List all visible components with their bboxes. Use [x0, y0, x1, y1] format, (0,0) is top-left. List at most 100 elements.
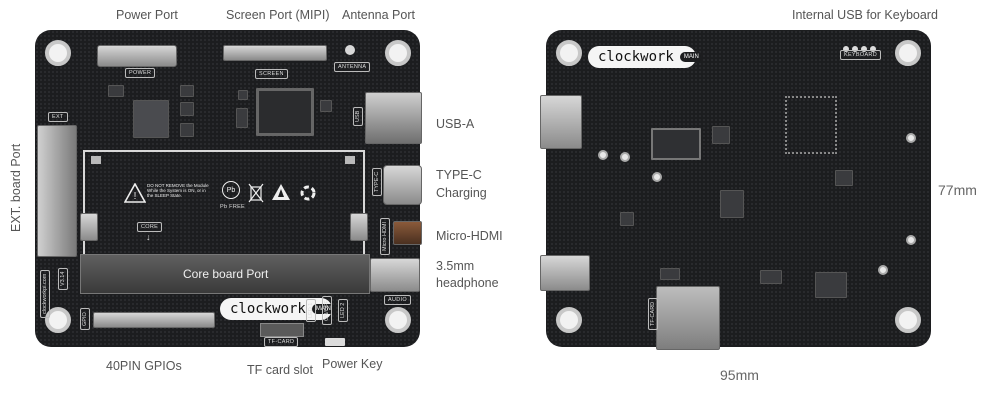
back-chip-e — [620, 212, 634, 226]
label-type-c: TYPE-C — [436, 168, 482, 182]
silk-audio: AUDIO — [384, 295, 411, 305]
esd-warning-icon — [271, 183, 291, 206]
usb-a-port — [365, 92, 422, 144]
mount-hole-bottom-left — [45, 307, 71, 333]
back-chip-f — [760, 270, 782, 284]
label-tf-card-slot: TF card slot — [247, 363, 313, 377]
back-small-hole-6 — [620, 152, 630, 162]
back-chip-outline — [785, 96, 837, 154]
silk-ext: EXT — [48, 112, 68, 122]
mount-hole-top-left — [45, 40, 71, 66]
back-board — [546, 30, 931, 347]
silk-screen: SCREEN — [255, 69, 288, 79]
clockwork-logo-back: clockwork MAIN — [588, 46, 703, 68]
label-headphone-1: 3.5mm — [436, 259, 475, 273]
small-chip-7 — [320, 100, 332, 112]
label-usb-a: USB-A — [436, 117, 475, 131]
silk-core: CORE — [137, 222, 163, 232]
main-soc-chip — [256, 88, 314, 136]
antenna-connector — [345, 45, 355, 55]
svg-text:!: ! — [134, 191, 137, 202]
back-chip-b — [720, 190, 744, 218]
gpio-connector — [93, 312, 215, 328]
pmic-chip — [133, 100, 169, 138]
core-latch-right — [350, 213, 368, 241]
warning-text: DO NOT REMOVE the Module While the Syste… — [147, 183, 209, 198]
silk-antenna: ANTENNA — [334, 62, 371, 72]
core-board-slot — [80, 254, 370, 294]
label-ext-board-port: EXT. board Port — [9, 143, 23, 232]
back-hole-top-right — [895, 40, 921, 66]
logo-badge: MAIN — [311, 304, 335, 314]
silk-tf-card-back: TF-CARD — [648, 297, 658, 330]
logo-brand-back: clockwork — [598, 49, 674, 65]
label-antenna-port: Antenna Port — [342, 8, 415, 22]
label-power-port: Power Port — [116, 8, 178, 22]
label-screen-port: Screen Port (MIPI) — [226, 8, 330, 22]
silk-pb-free: Pb FREE — [220, 204, 246, 210]
power-port-connector — [97, 45, 177, 67]
back-hole-bottom-right — [895, 307, 921, 333]
silk-led1: LED 1 — [306, 298, 316, 322]
micro-hdmi-port — [393, 221, 422, 245]
clockwork-logo-front: clockwork MAIN — [220, 298, 335, 320]
screen-port-connector — [223, 45, 327, 61]
capacitor-top-right — [345, 156, 355, 164]
keyboard-usb-pads — [842, 40, 878, 52]
silk-on-off: ON/OFF — [322, 296, 332, 325]
small-chip-4 — [180, 123, 194, 137]
back-chip-a — [712, 126, 730, 144]
power-key-button — [325, 338, 345, 346]
ext-board-connector — [37, 125, 77, 257]
back-chip-c — [835, 170, 853, 186]
small-chip-6 — [236, 108, 248, 128]
dimension-height: 77mm — [938, 182, 977, 198]
capacitor-top-left — [91, 156, 101, 164]
logo-brand: clockwork — [230, 301, 306, 317]
mount-hole-top-right — [385, 40, 411, 66]
core-arrow-icon: ↓ — [146, 232, 151, 242]
back-audio — [540, 255, 590, 291]
tf-card-slot — [260, 323, 304, 337]
silk-typec: TYPE-C — [372, 167, 382, 196]
label-internal-usb: Internal USB for Keyboard — [792, 8, 938, 22]
label-charging: Charging — [436, 186, 487, 200]
warning-triangle-icon: ! — [123, 182, 147, 208]
silk-website: clockworkpi.com — [40, 269, 50, 318]
label-gpios: 40PIN GPIOs — [106, 359, 182, 373]
weee-bin-icon — [248, 183, 264, 208]
dimension-width: 95mm — [720, 367, 759, 383]
pb-free-icon: Pb — [222, 181, 240, 199]
back-usb-a — [540, 95, 582, 149]
silk-micro-hdmi: Micro HDMI — [380, 217, 390, 255]
silk-gpio: GPIO — [80, 308, 90, 330]
audio-jack — [370, 258, 420, 292]
silk-usb: USB — [353, 106, 363, 126]
small-chip-3 — [180, 102, 194, 116]
core-board-port-label: Core board Port — [183, 267, 269, 281]
small-chip-5 — [238, 90, 248, 100]
small-chip-1 — [108, 85, 124, 97]
logo-badge-back: MAIN — [679, 52, 703, 62]
back-small-hole-4 — [598, 150, 608, 160]
back-chip-d — [660, 268, 680, 280]
back-hole-top-left — [556, 40, 582, 66]
label-power-key: Power Key — [322, 357, 383, 371]
label-headphone-2: headphone — [436, 276, 499, 290]
silk-keyboard: KEYBOARD — [840, 50, 881, 60]
back-tf-card-slot — [656, 286, 720, 350]
silk-version: V3.14 — [58, 267, 68, 290]
back-small-hole-2 — [906, 235, 916, 245]
back-chip-g — [815, 272, 847, 298]
back-small-hole-1 — [906, 133, 916, 143]
silk-led2: LED 2 — [338, 298, 348, 322]
mount-hole-bottom-right — [385, 307, 411, 333]
small-chip-2 — [180, 85, 194, 97]
recycle-icon — [298, 183, 318, 208]
back-small-hole-3 — [878, 265, 888, 275]
back-small-hole-5 — [652, 172, 662, 182]
core-latch-left — [80, 213, 98, 241]
silk-power: POWER — [125, 68, 156, 78]
label-micro-hdmi: Micro-HDMI — [436, 229, 503, 243]
silk-tf-card: TF-CARD — [264, 337, 299, 347]
